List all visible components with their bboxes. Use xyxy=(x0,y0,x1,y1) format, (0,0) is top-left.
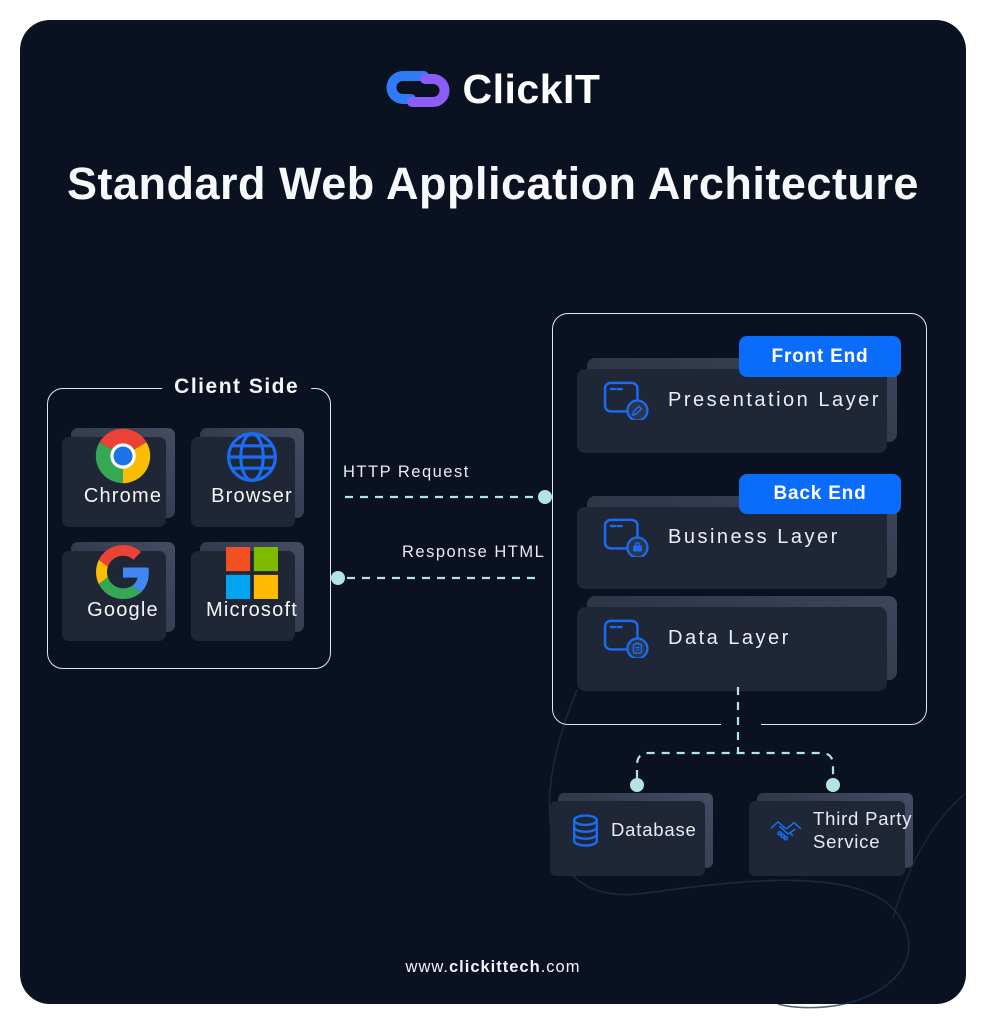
layer-card-data: Data Layer xyxy=(577,596,897,691)
globe-icon xyxy=(224,421,280,485)
window-data-icon xyxy=(603,619,649,658)
client-card-chrome: Chrome xyxy=(62,428,175,527)
page-title: Standard Web Application Architecture xyxy=(67,158,919,209)
client-card-microsoft: Microsoft xyxy=(191,539,304,641)
footer-domain: clickittech xyxy=(448,958,541,976)
client-side-label: Client Side xyxy=(162,375,312,399)
client-card-label: Microsoft xyxy=(206,599,298,621)
front-end-badge: Front End xyxy=(739,336,901,377)
layer-label: Data Layer xyxy=(668,626,791,649)
response-html-label: Response HTML xyxy=(402,543,546,561)
clickit-chain-icon xyxy=(386,71,449,107)
brand-logo: ClickIT xyxy=(0,64,986,114)
client-card-label: Chrome xyxy=(83,485,163,507)
chrome-icon xyxy=(94,419,152,485)
client-side-box: Client Side xyxy=(47,375,331,669)
brand-name: ClickIT xyxy=(462,65,601,112)
google-icon xyxy=(96,537,150,599)
client-card-label: Browser xyxy=(211,485,293,507)
service-label: Database xyxy=(611,819,697,841)
microsoft-icon xyxy=(226,539,278,599)
layer-label: Presentation Layer xyxy=(668,388,881,411)
client-card-label: Google xyxy=(87,599,159,621)
layer-label: Business Layer xyxy=(668,525,840,548)
service-label: Third Party Service xyxy=(813,807,913,852)
service-card-database: Database xyxy=(550,793,713,876)
database-icon xyxy=(572,814,599,847)
handshake-icon xyxy=(770,820,802,841)
back-end-badge: Back End xyxy=(739,474,901,514)
service-card-third-party: Third Party Service xyxy=(749,793,913,876)
footer-url: www.clickittech.com xyxy=(0,958,986,977)
footer-tld: .com xyxy=(540,958,581,976)
http-request-label: HTTP Request xyxy=(343,463,470,481)
client-card-browser: Browser xyxy=(191,428,304,527)
footer-www: www. xyxy=(405,958,449,976)
client-card-google: Google xyxy=(62,542,175,641)
window-edit-icon xyxy=(603,381,649,420)
window-briefcase-icon xyxy=(603,518,649,557)
